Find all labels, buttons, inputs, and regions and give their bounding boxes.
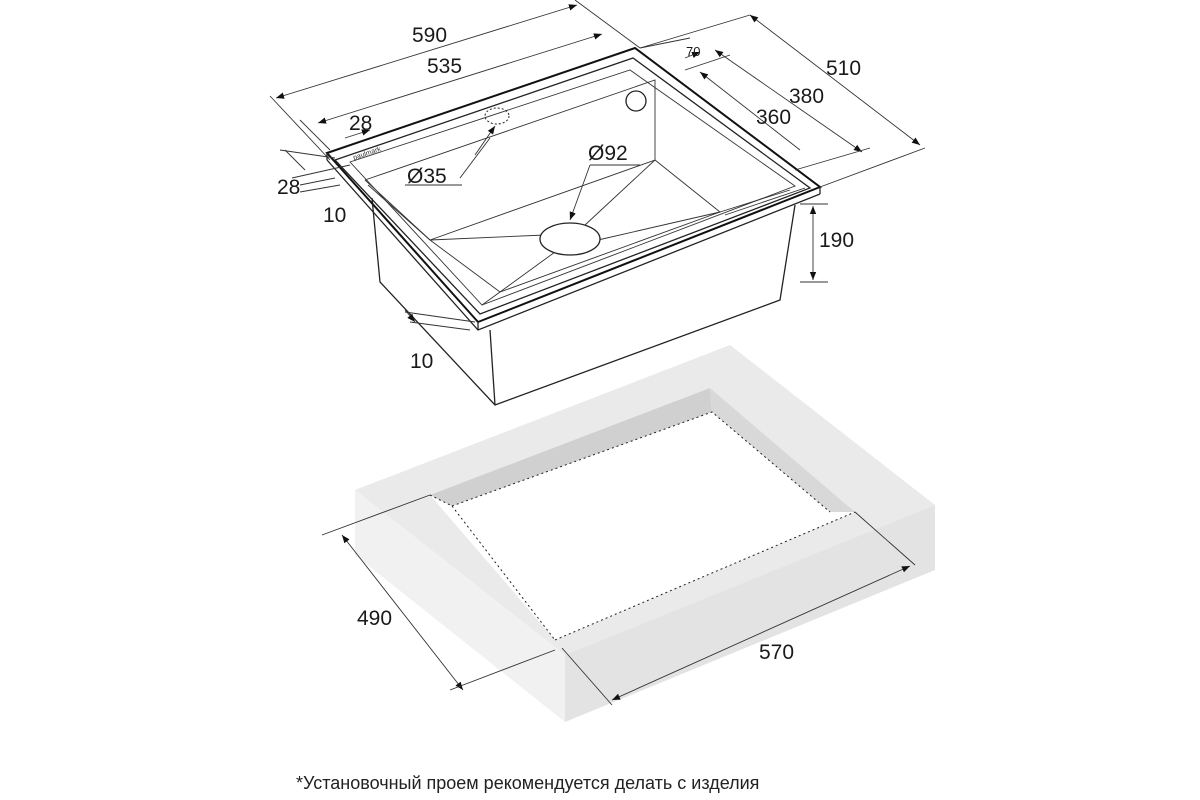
countertop-drawing [355,345,935,722]
dim-inner-depth: 360 [756,106,791,129]
dim-rim-left: 28 [349,112,372,135]
dim-bowl-depth: 190 [819,229,854,252]
dim-depth-380: 380 [789,85,824,108]
dim-inner-width: 535 [427,55,462,78]
dim-rim-height-bottom: 10 [410,350,433,373]
sink-drawing: paulmark [325,46,823,406]
drain-hole [539,222,601,256]
dim-faucet-hole-diameter: Ø35 [407,165,447,188]
sink-dimension-lines [269,0,926,331]
countertop-dimension-lines [321,494,916,706]
dim-cutout-depth: 490 [357,607,392,630]
dim-drain-diameter: Ø92 [588,142,628,165]
cutout [430,388,855,640]
dim-faucet-offset: 70 [686,44,700,59]
dim-rim-height-top: 10 [323,204,346,227]
dim-overall-width: 590 [412,24,447,47]
installation-footnote: *Установочный проем рекомендуется делать… [296,773,760,793]
dim-cutout-width: 570 [759,641,794,664]
dim-rim-front: 28 [277,176,300,199]
faucet-hole [625,90,647,112]
dim-overall-depth: 510 [826,57,861,80]
brand-logo: paulmark [352,146,382,162]
